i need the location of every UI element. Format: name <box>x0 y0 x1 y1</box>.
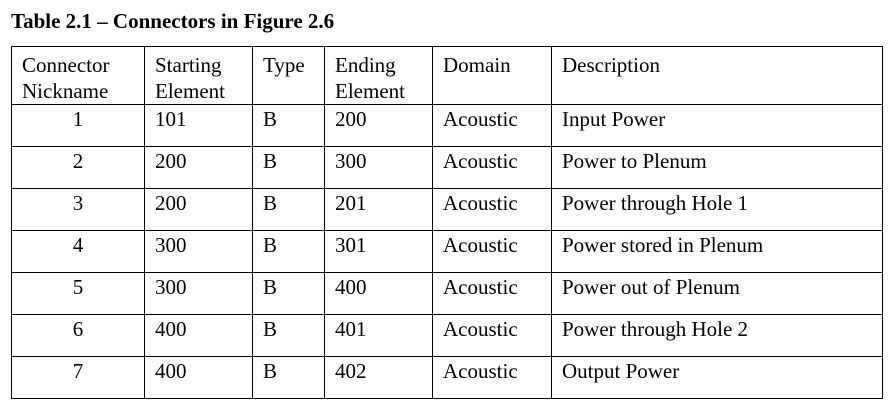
cell-domain: Acoustic <box>432 146 552 189</box>
connectors-table: Connector Nickname Starting Element Type… <box>11 46 883 399</box>
table-row: 5 300 B 400 Acoustic Power out of Plenum <box>11 272 883 315</box>
cell-connector-nickname: 3 <box>11 188 145 231</box>
table-row: 2 200 B 300 Acoustic Power to Plenum <box>11 146 883 189</box>
cell-ending-element: 200 <box>324 104 433 147</box>
cell-type: B <box>252 356 325 399</box>
table-row: 7 400 B 402 Acoustic Output Power <box>11 356 883 399</box>
cell-starting-element: 200 <box>144 146 253 189</box>
cell-ending-element: 401 <box>324 314 433 357</box>
column-header-line: Starting <box>155 53 222 77</box>
column-header-connector-nickname: Connector Nickname <box>11 46 145 105</box>
cell-starting-element: 300 <box>144 230 253 273</box>
cell-domain: Acoustic <box>432 230 552 273</box>
column-header-domain: Domain <box>432 46 552 105</box>
table-row: 3 200 B 201 Acoustic Power through Hole … <box>11 188 883 231</box>
cell-ending-element: 300 <box>324 146 433 189</box>
column-header-line: Description <box>562 53 660 77</box>
cell-ending-element: 400 <box>324 272 433 315</box>
cell-ending-element: 301 <box>324 230 433 273</box>
cell-ending-element: 402 <box>324 356 433 399</box>
cell-type: B <box>252 272 325 315</box>
table-caption: Table 2.1 – Connectors in Figure 2.6 <box>11 9 335 33</box>
cell-description: Output Power <box>551 356 883 399</box>
cell-description: Power stored in Plenum <box>551 230 883 273</box>
cell-description: Input Power <box>551 104 883 147</box>
table-row: 6 400 B 401 Acoustic Power through Hole … <box>11 314 883 357</box>
column-header-line: Connector <box>22 53 110 77</box>
column-header-line: Element <box>155 79 225 103</box>
column-header-line: Nickname <box>22 79 109 103</box>
column-header-line: Element <box>335 79 405 103</box>
cell-domain: Acoustic <box>432 314 552 357</box>
column-header-line: Type <box>263 53 305 77</box>
table-row: 1 101 B 200 Acoustic Input Power <box>11 104 883 147</box>
cell-starting-element: 101 <box>144 104 253 147</box>
column-header-type: Type <box>252 46 325 105</box>
cell-starting-element: 300 <box>144 272 253 315</box>
cell-connector-nickname: 2 <box>11 146 145 189</box>
cell-connector-nickname: 5 <box>11 272 145 315</box>
cell-type: B <box>252 146 325 189</box>
cell-domain: Acoustic <box>432 272 552 315</box>
cell-type: B <box>252 104 325 147</box>
cell-type: B <box>252 230 325 273</box>
cell-connector-nickname: 4 <box>11 230 145 273</box>
cell-description: Power to Plenum <box>551 146 883 189</box>
cell-ending-element: 201 <box>324 188 433 231</box>
cell-connector-nickname: 6 <box>11 314 145 357</box>
cell-domain: Acoustic <box>432 104 552 147</box>
column-header-line: Ending <box>335 53 396 77</box>
cell-starting-element: 400 <box>144 314 253 357</box>
cell-starting-element: 400 <box>144 356 253 399</box>
cell-description: Power through Hole 2 <box>551 314 883 357</box>
cell-type: B <box>252 188 325 231</box>
cell-description: Power through Hole 1 <box>551 188 883 231</box>
column-header-starting-element: Starting Element <box>144 46 253 105</box>
cell-domain: Acoustic <box>432 188 552 231</box>
cell-connector-nickname: 7 <box>11 356 145 399</box>
table-row: 4 300 B 301 Acoustic Power stored in Ple… <box>11 230 883 273</box>
cell-connector-nickname: 1 <box>11 104 145 147</box>
cell-starting-element: 200 <box>144 188 253 231</box>
column-header-ending-element: Ending Element <box>324 46 433 105</box>
header-row: Connector Nickname Starting Element Type… <box>11 46 883 105</box>
cell-type: B <box>252 314 325 357</box>
column-header-description: Description <box>551 46 883 105</box>
column-header-line: Domain <box>443 53 511 77</box>
cell-domain: Acoustic <box>432 356 552 399</box>
cell-description: Power out of Plenum <box>551 272 883 315</box>
